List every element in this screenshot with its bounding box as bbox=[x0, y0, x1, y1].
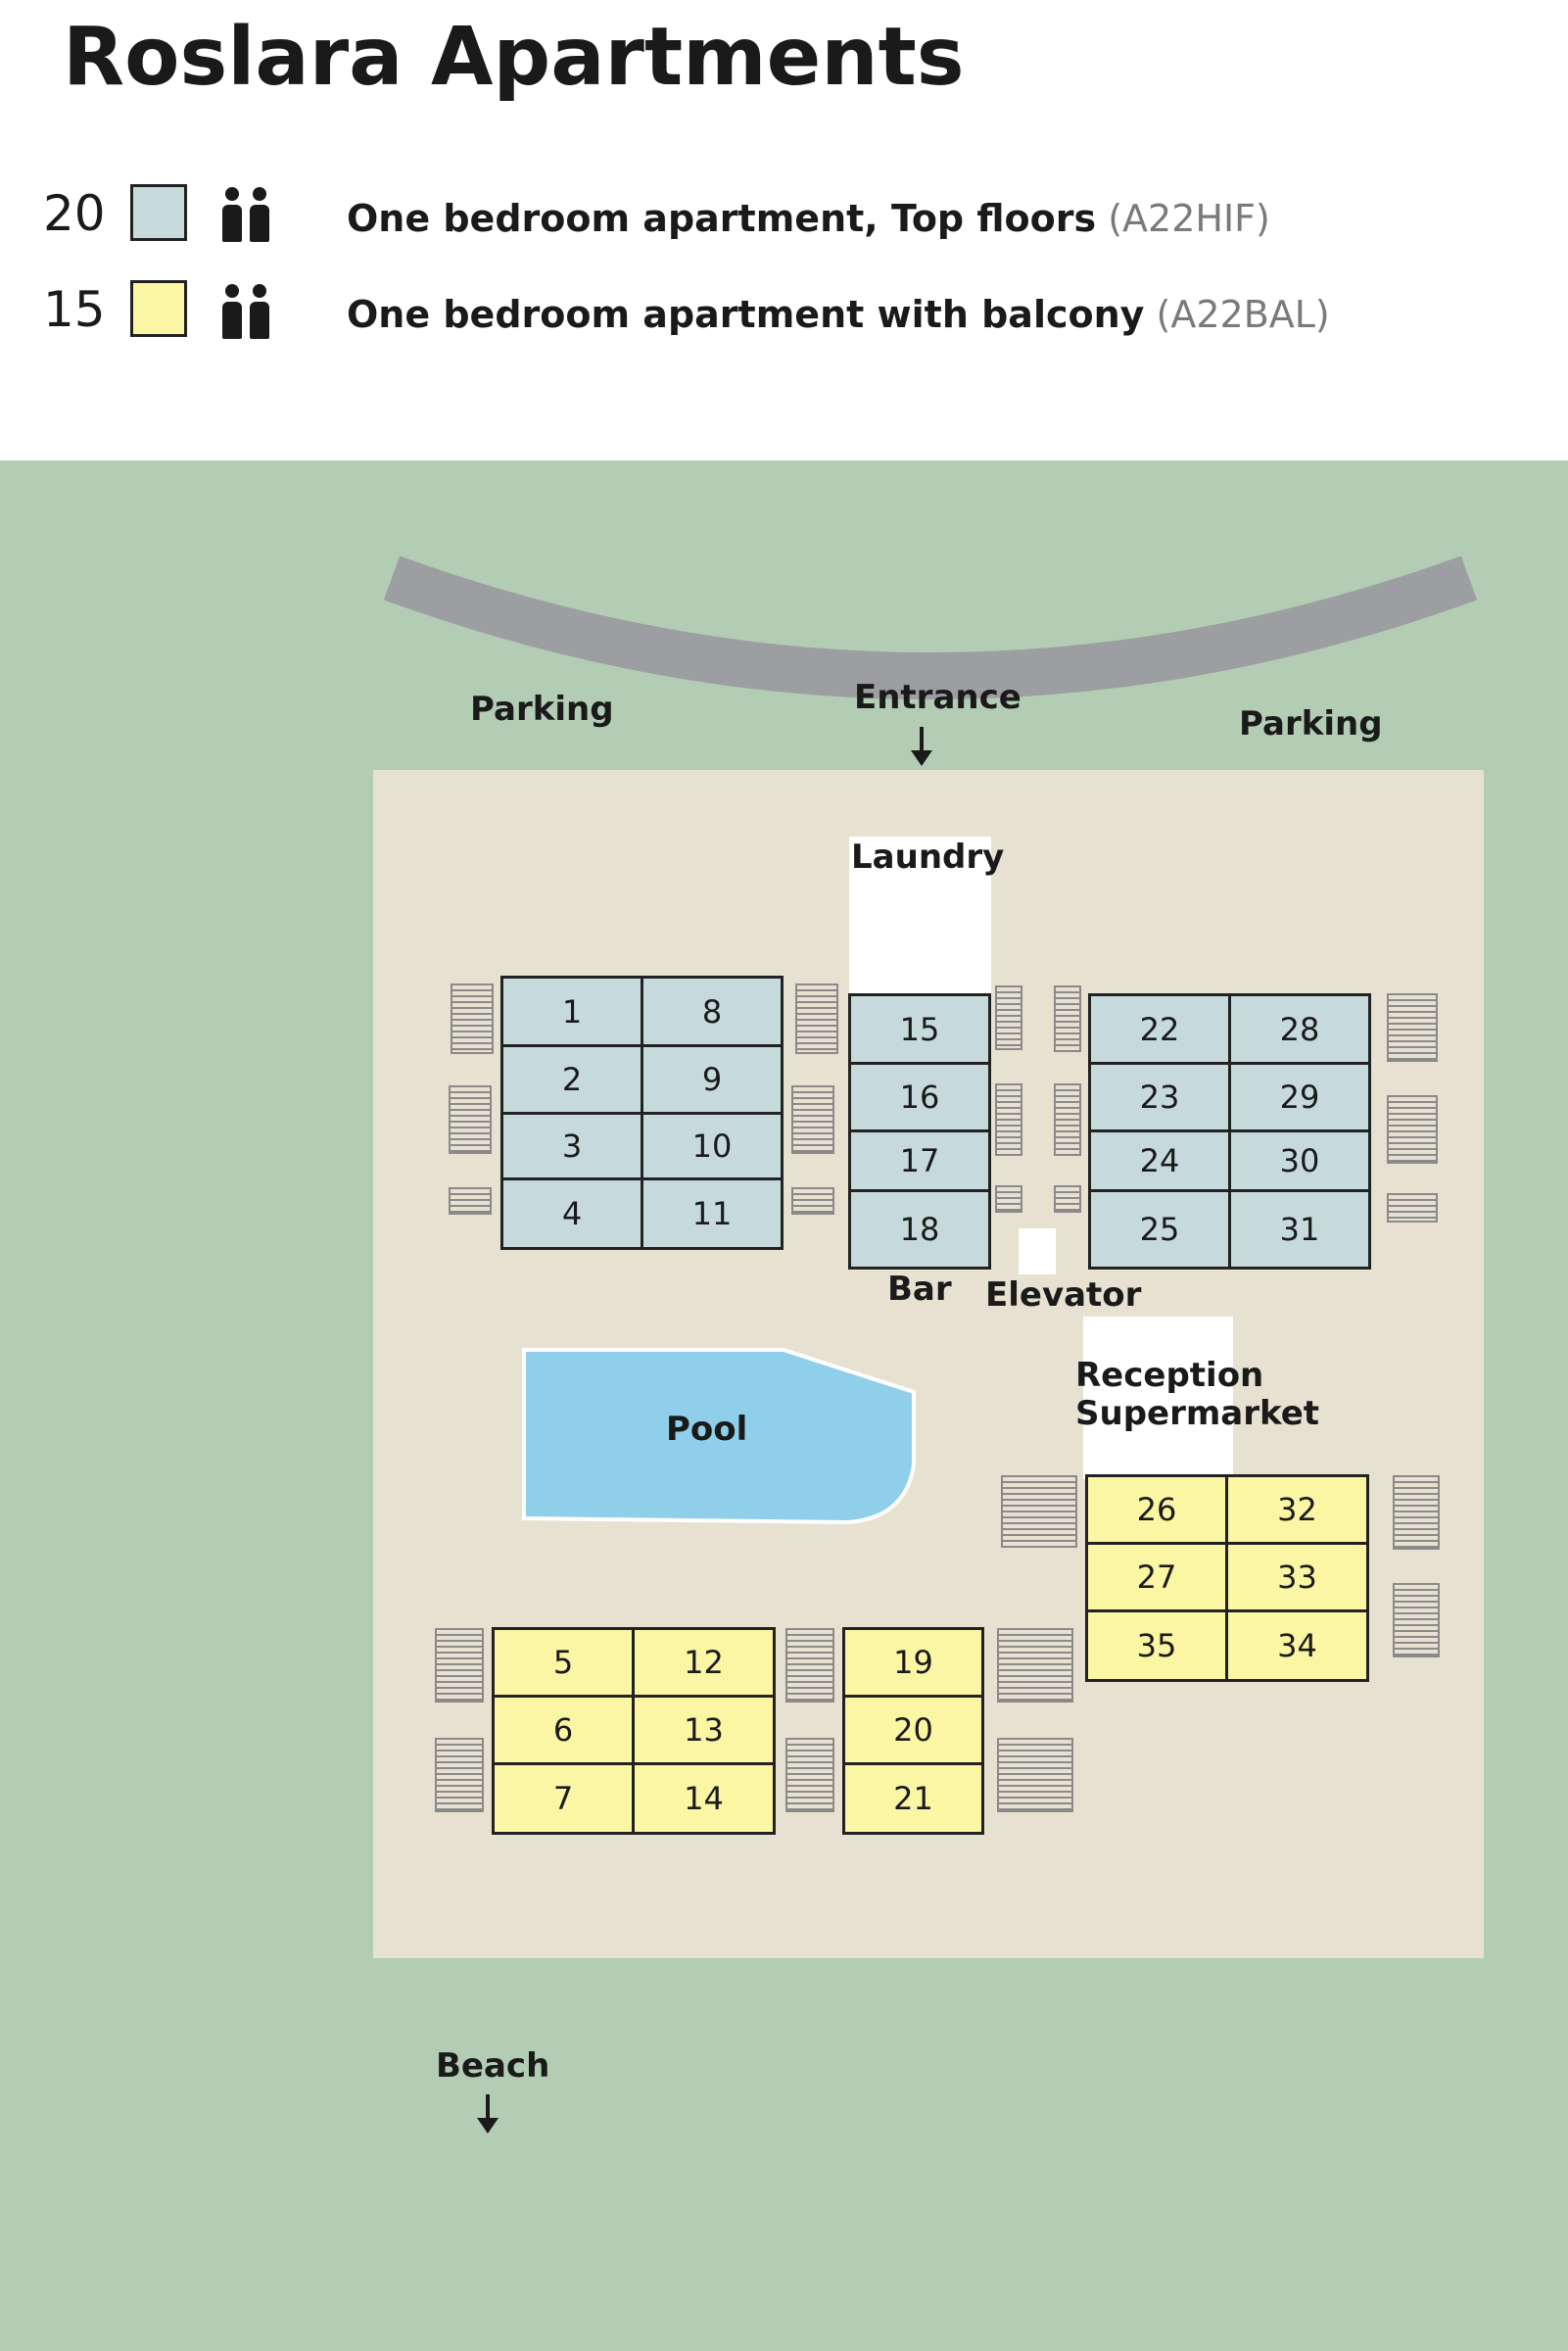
apartment-33[interactable]: 33 bbox=[1225, 1542, 1369, 1612]
apartment-22[interactable]: 22 bbox=[1088, 993, 1231, 1065]
apartment-10[interactable]: 10 bbox=[641, 1112, 784, 1180]
apartment-1[interactable]: 1 bbox=[500, 976, 643, 1047]
apartment-6[interactable]: 6 bbox=[492, 1695, 635, 1765]
stairs bbox=[995, 1185, 1022, 1213]
apartment-8[interactable]: 8 bbox=[641, 976, 784, 1047]
apartment-28[interactable]: 28 bbox=[1228, 993, 1371, 1065]
reception-area bbox=[1083, 1317, 1233, 1479]
pool-label: Pool bbox=[666, 1410, 748, 1449]
stairs bbox=[1393, 1583, 1440, 1657]
stairs bbox=[1001, 1475, 1077, 1548]
stairs bbox=[435, 1628, 484, 1703]
apartment-9[interactable]: 9 bbox=[641, 1044, 784, 1115]
supermarket-label: Supermarket bbox=[1075, 1394, 1320, 1433]
legend-code: (A22HIF) bbox=[1108, 197, 1270, 240]
beach-label: Beach bbox=[436, 2046, 550, 2086]
apartment-3[interactable]: 3 bbox=[500, 1112, 643, 1180]
apartment-19[interactable]: 19 bbox=[842, 1627, 984, 1698]
apartment-27[interactable]: 27 bbox=[1085, 1542, 1228, 1612]
stairs bbox=[995, 1083, 1022, 1156]
apartment-35[interactable]: 35 bbox=[1085, 1609, 1228, 1682]
stairs bbox=[449, 1187, 492, 1215]
stairs bbox=[1054, 1185, 1081, 1213]
legend-label-text: One bedroom apartment with balcony bbox=[347, 293, 1145, 336]
entrance-label: Entrance bbox=[854, 678, 1022, 717]
stairs bbox=[997, 1738, 1073, 1812]
stairs bbox=[1393, 1475, 1440, 1550]
apartment-29[interactable]: 29 bbox=[1228, 1062, 1371, 1132]
stairs bbox=[449, 1085, 492, 1154]
legend-label-balcony: One bedroom apartment with balcony (A22B… bbox=[347, 285, 1330, 344]
apartment-32[interactable]: 32 bbox=[1225, 1474, 1369, 1545]
apartment-4[interactable]: 4 bbox=[500, 1177, 643, 1250]
apartment-20[interactable]: 20 bbox=[842, 1695, 984, 1765]
bar-label: Bar bbox=[887, 1270, 952, 1309]
stairs bbox=[785, 1738, 834, 1812]
apartment-12[interactable]: 12 bbox=[632, 1627, 776, 1698]
apartment-26[interactable]: 26 bbox=[1085, 1474, 1228, 1545]
stairs bbox=[451, 984, 494, 1054]
apartment-11[interactable]: 11 bbox=[641, 1177, 784, 1250]
apartment-16[interactable]: 16 bbox=[848, 1062, 991, 1132]
two-persons-icon bbox=[222, 284, 269, 339]
apartment-25[interactable]: 25 bbox=[1088, 1189, 1231, 1270]
apartment-5[interactable]: 5 bbox=[492, 1627, 635, 1698]
page-title: Roslara Apartments bbox=[63, 11, 965, 104]
apartment-18[interactable]: 18 bbox=[848, 1189, 991, 1270]
stairs bbox=[997, 1628, 1073, 1703]
parking-right-label: Parking bbox=[1239, 704, 1383, 744]
legend-swatch-balcony bbox=[130, 280, 187, 337]
legend-count-top-floors: 20 bbox=[43, 185, 106, 242]
apartment-17[interactable]: 17 bbox=[848, 1129, 991, 1192]
apartment-24[interactable]: 24 bbox=[1088, 1129, 1231, 1192]
parking-left-label: Parking bbox=[470, 690, 614, 729]
stairs bbox=[791, 1085, 834, 1154]
laundry-label: Laundry bbox=[851, 838, 1005, 877]
pool bbox=[522, 1348, 916, 1525]
stairs bbox=[435, 1738, 484, 1812]
stairs bbox=[795, 984, 838, 1054]
elevator-area bbox=[1019, 1228, 1056, 1274]
two-persons-icon bbox=[222, 187, 269, 242]
laundry-area bbox=[849, 837, 991, 995]
elevator-label: Elevator bbox=[985, 1275, 1142, 1315]
apartment-7[interactable]: 7 bbox=[492, 1762, 635, 1835]
legend-count-balcony: 15 bbox=[43, 281, 106, 338]
reception-label: Reception bbox=[1075, 1356, 1264, 1395]
apartment-30[interactable]: 30 bbox=[1228, 1129, 1371, 1192]
legend-code: (A22BAL) bbox=[1156, 293, 1330, 336]
stairs bbox=[1387, 1095, 1438, 1164]
legend-swatch-top-floors bbox=[130, 184, 187, 241]
stairs bbox=[785, 1628, 834, 1703]
road bbox=[383, 555, 1478, 699]
apartment-34[interactable]: 34 bbox=[1225, 1609, 1369, 1682]
apartment-15[interactable]: 15 bbox=[848, 993, 991, 1065]
apartment-2[interactable]: 2 bbox=[500, 1044, 643, 1115]
stairs bbox=[791, 1187, 834, 1215]
legend-label-text: One bedroom apartment, Top floors bbox=[347, 197, 1097, 240]
apartment-13[interactable]: 13 bbox=[632, 1695, 776, 1765]
stairs bbox=[1054, 1083, 1081, 1156]
stairs bbox=[1387, 993, 1438, 1062]
stairs bbox=[1387, 1193, 1438, 1223]
entrance-arrow-icon bbox=[911, 727, 932, 766]
stairs bbox=[1054, 985, 1081, 1052]
apartment-21[interactable]: 21 bbox=[842, 1762, 984, 1835]
stairs bbox=[995, 985, 1022, 1050]
apartment-14[interactable]: 14 bbox=[632, 1762, 776, 1835]
beach-arrow-icon bbox=[477, 2094, 499, 2134]
legend-label-top-floors: One bedroom apartment, Top floors (A22HI… bbox=[347, 189, 1270, 248]
apartment-23[interactable]: 23 bbox=[1088, 1062, 1231, 1132]
apartment-31[interactable]: 31 bbox=[1228, 1189, 1371, 1270]
